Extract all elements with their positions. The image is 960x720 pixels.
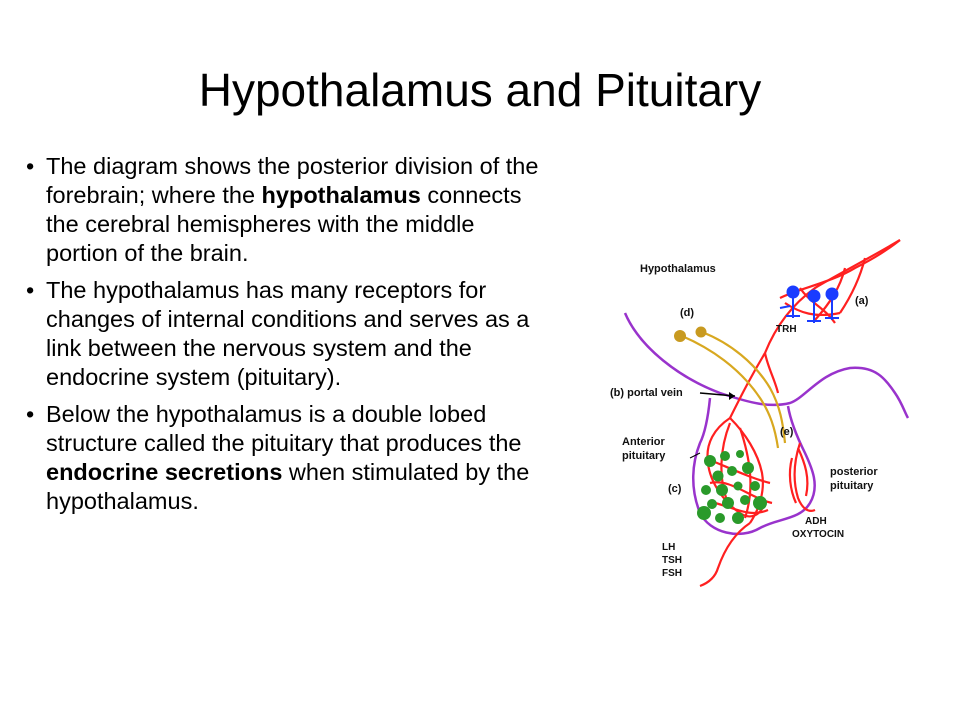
bullet-icon: • <box>26 153 35 179</box>
trh-neurons <box>779 285 839 323</box>
brain-outline <box>623 312 910 419</box>
label-tsh: TSH <box>662 555 682 566</box>
bullet-text: The hypothalamus has many receptors for … <box>46 277 530 390</box>
bullet-icon: • <box>26 277 35 303</box>
label-fsh: FSH <box>662 568 682 579</box>
neuron-body-icon <box>674 330 686 342</box>
bullet-icon: • <box>26 401 35 427</box>
anterior-cells <box>697 450 767 524</box>
label-posterior-pituitary: pituitary <box>830 480 874 492</box>
label-anterior: Anterior <box>622 436 666 448</box>
bullet-text: when stimulated by the hypothalamus. <box>46 459 530 514</box>
slide-title: Hypothalamus and Pituitary <box>198 64 762 116</box>
neuron-body-icon <box>695 326 707 338</box>
bold-term: endocrine secretions <box>46 459 283 485</box>
hypothalamus-pituitary-diagram: Hypothalamus (d) (a) TRH (b) portal vein… <box>610 239 910 588</box>
bullet-text: Below the hypothalamus is a double lobed… <box>46 401 522 456</box>
label-lh: LH <box>662 542 675 553</box>
label-d: (d) <box>680 307 694 319</box>
label-hypothalamus: Hypothalamus <box>640 263 716 275</box>
label-e: (e) <box>780 426 794 438</box>
pituitary-outline <box>692 397 816 536</box>
bullet-item: • The hypothalamus has many receptors for… <box>26 276 546 392</box>
bullet-item: • The diagram shows the posterior divisio… <box>26 152 546 268</box>
bullet-list: • The diagram shows the posterior divisio… <box>26 152 546 524</box>
label-c: (c) <box>668 483 682 495</box>
label-posterior: posterior <box>830 466 878 478</box>
bold-term: hypothalamus <box>261 182 421 208</box>
label-trh: TRH <box>776 324 797 335</box>
label-anterior-pituitary: pituitary <box>622 450 666 462</box>
label-oxytocin: OXYTOCIN <box>792 529 844 540</box>
bullet-item: • Below the hypothalamus is a double lobe… <box>26 400 546 516</box>
arrow-head-icon <box>729 392 735 400</box>
axons <box>681 330 787 449</box>
bullet-text: The diagram shows the posterior division… <box>46 153 539 208</box>
label-adh: ADH <box>805 516 827 527</box>
label-a: (a) <box>855 295 869 307</box>
label-portal-vein: (b) portal vein <box>610 387 683 399</box>
bullet-text: connects the cerebral hemispheres with t… <box>46 182 522 266</box>
